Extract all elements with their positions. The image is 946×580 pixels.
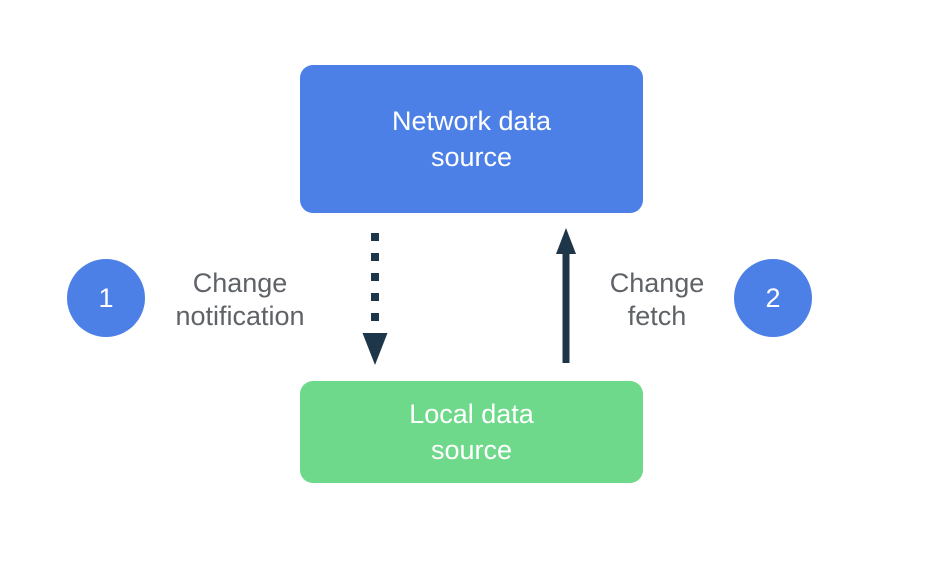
network-data-source-node: Network data source <box>300 65 643 213</box>
step-1-badge: 1 <box>67 259 145 337</box>
step-2-badge-number: 2 <box>765 282 781 313</box>
change-fetch-arrow-icon <box>556 228 576 363</box>
change-notification-arrow-icon <box>362 233 388 365</box>
step-1-badge-number: 1 <box>98 282 114 313</box>
step-2-badge: 2 <box>734 259 812 337</box>
local-data-source-label: Local data source <box>409 399 534 465</box>
change-fetch-label: Change fetch <box>609 268 705 331</box>
local-data-source-node: Local data source <box>300 381 643 483</box>
change-notification-label: Change notification <box>175 268 305 331</box>
network-data-source-label: Network data source <box>391 106 552 172</box>
